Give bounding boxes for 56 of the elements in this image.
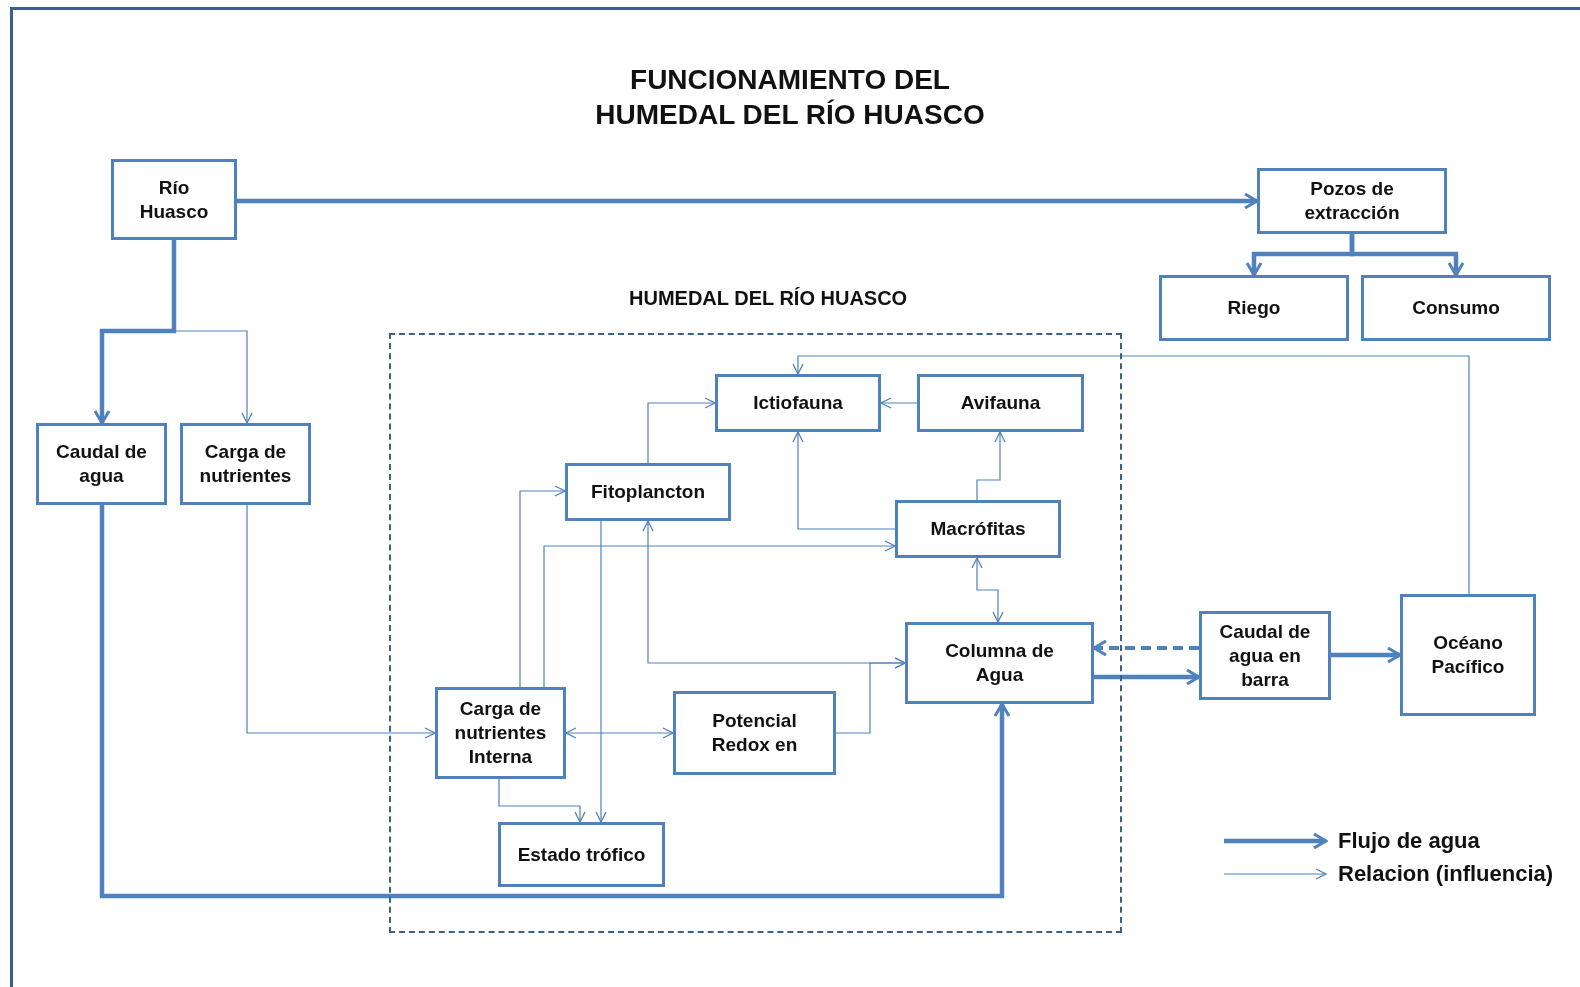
arrow — [595, 520, 607, 823]
node-label: Fitoplancton — [591, 480, 705, 504]
legend-label: Relacion (influencia) — [1338, 861, 1554, 887]
arrow — [565, 727, 674, 739]
node-label: Riego — [1227, 296, 1281, 320]
arrow — [880, 397, 918, 409]
node-label: Caudal de agua en barra — [1218, 619, 1312, 692]
process-box — [1257, 168, 1447, 234]
group-heading: HUMEDAL DEL RÍO HUASCO — [629, 287, 908, 310]
process-box — [180, 423, 311, 505]
node-label: Potencial Redox en — [710, 709, 799, 757]
node-label: Pozos de extracción — [1303, 177, 1401, 225]
node-label: Avifauna — [960, 391, 1041, 415]
node-label: Río Huasco — [138, 175, 210, 224]
arrow — [99, 505, 1011, 899]
node-label: Carga de nutrientes Interna — [454, 697, 547, 769]
process-box — [435, 687, 566, 779]
arrow — [1349, 234, 1465, 277]
process-box — [917, 374, 1084, 432]
arrow — [93, 240, 177, 425]
process-box — [498, 822, 665, 887]
node-label: Estado trófico — [517, 842, 646, 867]
arrow — [976, 431, 1006, 501]
process-box — [565, 463, 731, 521]
arrow — [647, 397, 716, 464]
arrow — [1331, 646, 1402, 664]
arrow — [498, 778, 586, 823]
arrow — [1094, 668, 1201, 686]
process-box — [895, 500, 1061, 558]
node-label: Columna de Agua — [944, 639, 1055, 687]
arrow — [792, 355, 1470, 595]
arrow — [971, 557, 1004, 623]
arrow — [543, 540, 896, 688]
process-box — [715, 374, 881, 432]
arrow — [792, 431, 896, 530]
node-label: Consumo — [1412, 296, 1500, 320]
legend-label: Flujo de agua — [1338, 828, 1480, 854]
arrow — [246, 504, 436, 739]
arrow — [237, 192, 1259, 210]
process-box — [673, 691, 836, 775]
arrow — [835, 657, 906, 734]
process-box — [1199, 611, 1331, 700]
process-box — [905, 622, 1094, 704]
node-label: Carga de nutrientes — [199, 440, 292, 488]
diagram-title: FUNCIONAMIENTO DEL HUMEDAL DEL RÍO HUASCO — [594, 63, 986, 132]
node-label: Océano Pacífico — [1430, 631, 1506, 679]
process-box — [1361, 275, 1551, 341]
node-label: Ictiofauna — [753, 391, 843, 415]
arrow — [519, 485, 566, 688]
node-label: Macrófitas — [930, 517, 1026, 541]
arrow — [1092, 639, 1199, 657]
process-box — [36, 423, 167, 505]
process-box — [111, 159, 237, 240]
process-box — [1400, 594, 1536, 716]
process-box — [1159, 275, 1349, 341]
node-label: Caudal de agua — [55, 440, 148, 488]
